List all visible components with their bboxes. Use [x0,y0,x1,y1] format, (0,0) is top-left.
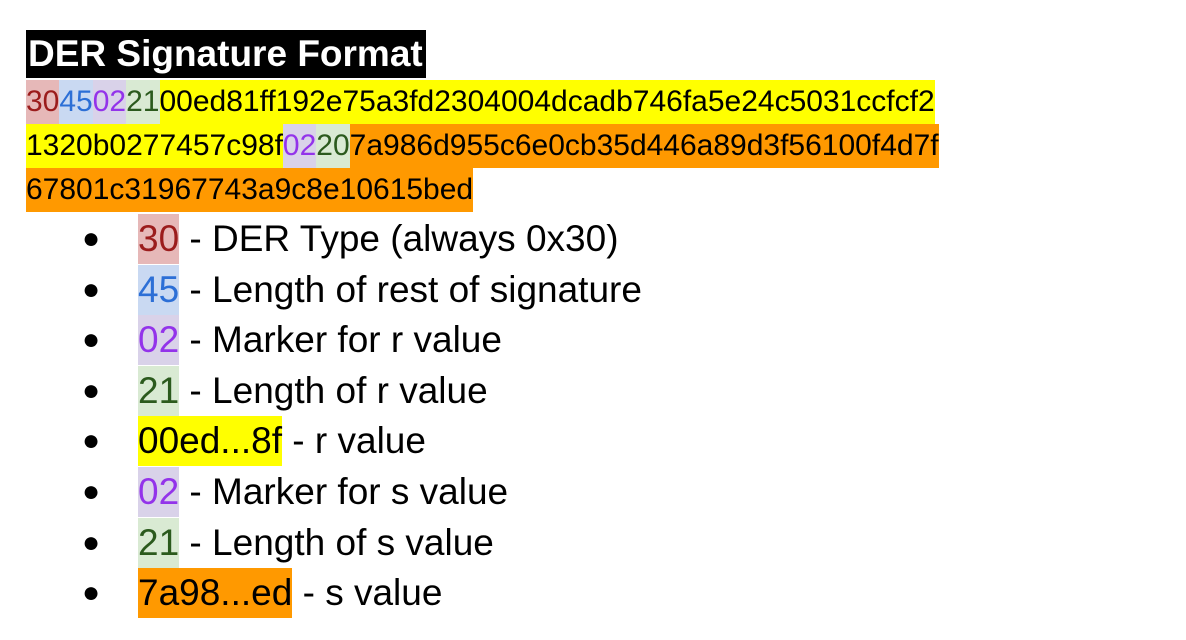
legend-description: - DER Type (always 0x30) [179,218,619,259]
hex-segment-marker: 02 [92,80,127,124]
hex-segment-length: 45 [59,80,93,124]
signature-line: 3045022100ed81ff192e75a3fd2304004dcadb74… [26,80,1186,124]
legend-description: - Length of rest of signature [179,268,642,310]
legend-item: ● 21 - Length of s value [82,517,642,569]
bullet-icon: ● [82,525,101,559]
legend-item: ● 7a98...ed - s value [82,568,642,619]
legend-code: 21 [138,365,180,416]
bullet-icon: ● [82,222,101,255]
bullet-icon: ● [82,272,101,306]
legend-description: - Length of r value [179,369,488,411]
hex-segment-sublen: 21 [126,80,160,124]
legend-item: ● 02 - Marker for r value [82,315,642,366]
legend-code: 02 [138,466,180,517]
legend-item: ● 45 - Length of rest of signature [82,264,642,316]
bullet-icon: ● [82,373,101,407]
hex-segment-s: 67801c31967743a9c8e10615bed [26,168,474,212]
legend-description: - Marker for s value [179,470,509,512]
legend-item: ● 02 - Marker for s value [82,466,642,518]
legend-description: - Marker for r value [179,319,502,361]
legend-item: ● 30 - DER Type (always 0x30) [82,214,642,265]
field-legend: ● 30 - DER Type (always 0x30) ● 45 - Length… [82,214,642,619]
hex-segment-marker: 02 [282,124,317,168]
hex-segment-r: 00ed81ff192e75a3fd2304004dcadb746fa5e24c… [159,80,935,124]
hex-segment-type: 30 [26,80,60,124]
page-title: DER Signature Format [26,30,426,78]
legend-code: 45 [138,264,180,315]
legend-code: 7a98...ed [138,568,293,619]
legend-code: 21 [138,517,180,568]
bullet-icon: ● [82,576,101,610]
signature-line: 1320b0277457c98f02207a986d955c6e0cb35d44… [26,124,1186,168]
hex-segment-sublen: 20 [316,124,350,168]
hex-segment-r: 1320b0277457c98f [26,124,283,168]
legend-code: 00ed...8f [138,416,283,467]
legend-description: - s value [292,572,443,614]
hex-segment-s: 7a986d955c6e0cb35d446a89d3f56100f4d7f [349,124,939,168]
signature-hex: 3045022100ed81ff192e75a3fd2304004dcadb74… [26,80,1186,212]
legend-description: - Length of s value [179,521,494,563]
legend-item: ● 00ed...8f - r value [82,416,642,467]
signature-line: 67801c31967743a9c8e10615bed [26,168,1186,212]
bullet-icon: ● [82,474,101,508]
legend-item: ● 21 - Length of r value [82,365,642,417]
legend-code: 30 [138,214,180,264]
bullet-icon: ● [82,424,101,458]
legend-description: - r value [282,420,426,462]
bullet-icon: ● [82,323,101,357]
legend-code: 02 [138,315,180,366]
